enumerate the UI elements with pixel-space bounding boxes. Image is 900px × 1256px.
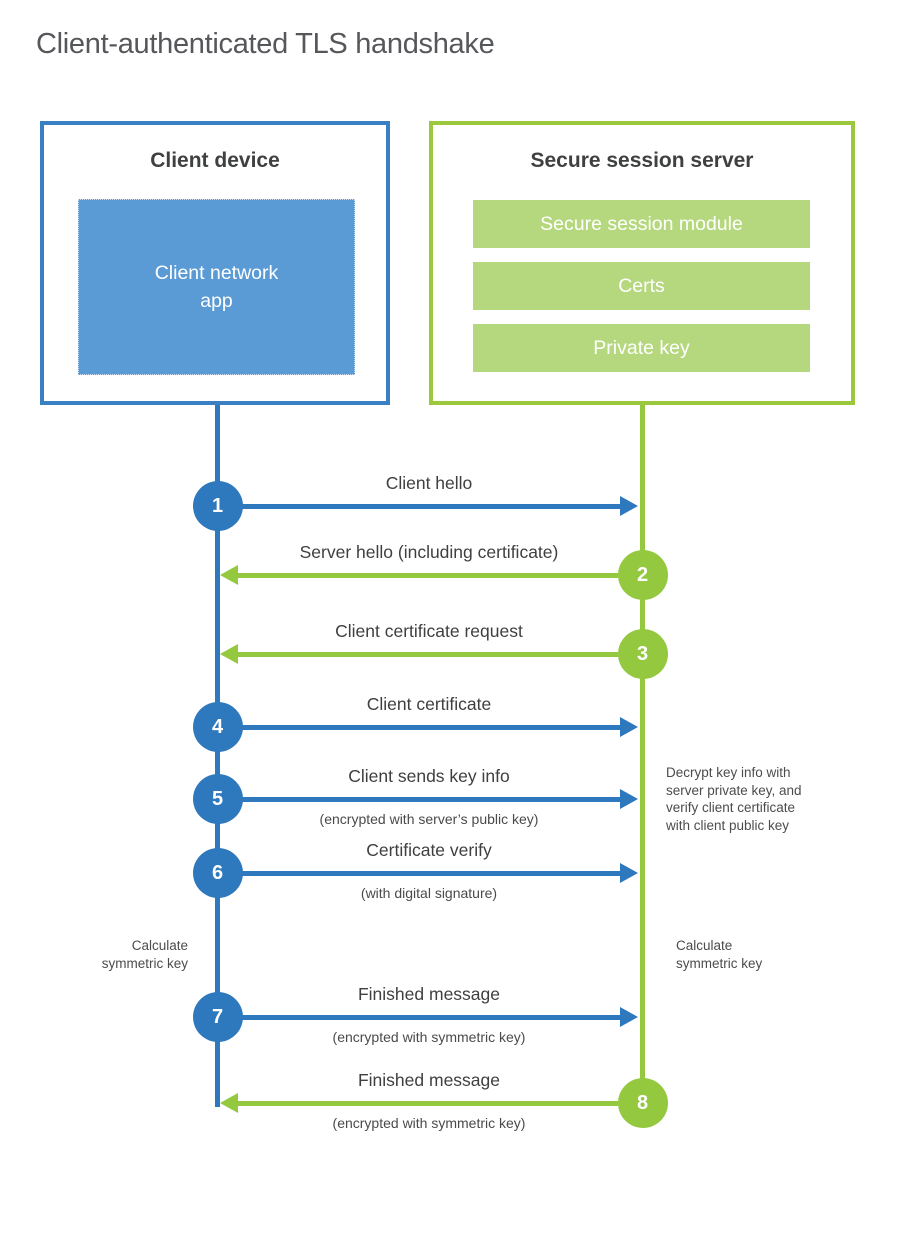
step-2-label: Server hello (including certificate) — [299, 542, 559, 562]
arrowhead-icon — [620, 716, 638, 737]
arrowhead-icon — [620, 862, 638, 883]
step-8-sublabel: (encrypted with symmetric key) — [332, 1115, 526, 1131]
step-6-marker: 6 — [192, 848, 243, 898]
step-7-marker: 7 — [192, 992, 243, 1042]
step-3-marker: 3 — [617, 629, 668, 679]
page-title: Client-authenticated TLS handshake — [36, 28, 495, 60]
step-5-sublabel: (encrypted with server’s public key) — [319, 811, 539, 827]
server-title: Secure session server — [530, 149, 754, 172]
step-5-marker: 5 — [192, 774, 243, 824]
server-module-certs: Certs — [473, 262, 810, 310]
arrowhead-icon — [620, 495, 638, 516]
server-module-secure-session: Secure session module — [473, 200, 810, 248]
step-6-label: Certificate verify — [366, 840, 492, 860]
calculate-symmetric-key-right: Calculate symmetric key — [676, 938, 763, 971]
step-8-marker: 8 — [617, 1078, 668, 1128]
step-4-label: Client certificate — [366, 694, 492, 714]
arrowhead-icon — [620, 788, 638, 809]
step-8-arrow — [238, 1100, 618, 1106]
step-3-label: Client certificate request — [335, 621, 523, 641]
step-1-arrow — [242, 503, 622, 509]
step-4-arrow — [242, 724, 622, 730]
step-7-sublabel: (encrypted with symmetric key) — [332, 1029, 526, 1045]
calculate-symmetric-key-left: Calculate symmetric key — [101, 938, 188, 971]
server-lifeline — [640, 405, 645, 1105]
step-6-sublabel: (with digital signature) — [360, 885, 498, 901]
step-2-arrow — [238, 572, 618, 578]
arrowhead-icon — [220, 643, 238, 664]
step-8-label: Finished message — [357, 1070, 501, 1090]
client-network-app-box: Client network app — [78, 199, 355, 375]
arrowhead-icon — [220, 1092, 238, 1113]
step-2-marker: 2 — [617, 550, 668, 600]
step-4-marker: 4 — [192, 702, 243, 752]
arrowhead-icon — [220, 564, 238, 585]
server-module-private-key: Private key — [473, 324, 810, 372]
step-5-label: Client sends key info — [348, 766, 510, 786]
step-7-label: Finished message — [357, 984, 501, 1004]
client-lifeline — [215, 405, 220, 1107]
step-3-arrow — [238, 651, 618, 657]
decrypt-note: Decrypt key info with server private key… — [666, 765, 802, 833]
step-6-arrow — [242, 870, 622, 876]
step-1-label: Client hello — [385, 473, 473, 493]
step-5-arrow — [242, 796, 622, 802]
step-1-marker: 1 — [192, 481, 243, 531]
arrowhead-icon — [620, 1006, 638, 1027]
client-device-title: Client device — [150, 149, 280, 172]
step-7-arrow — [242, 1014, 622, 1020]
